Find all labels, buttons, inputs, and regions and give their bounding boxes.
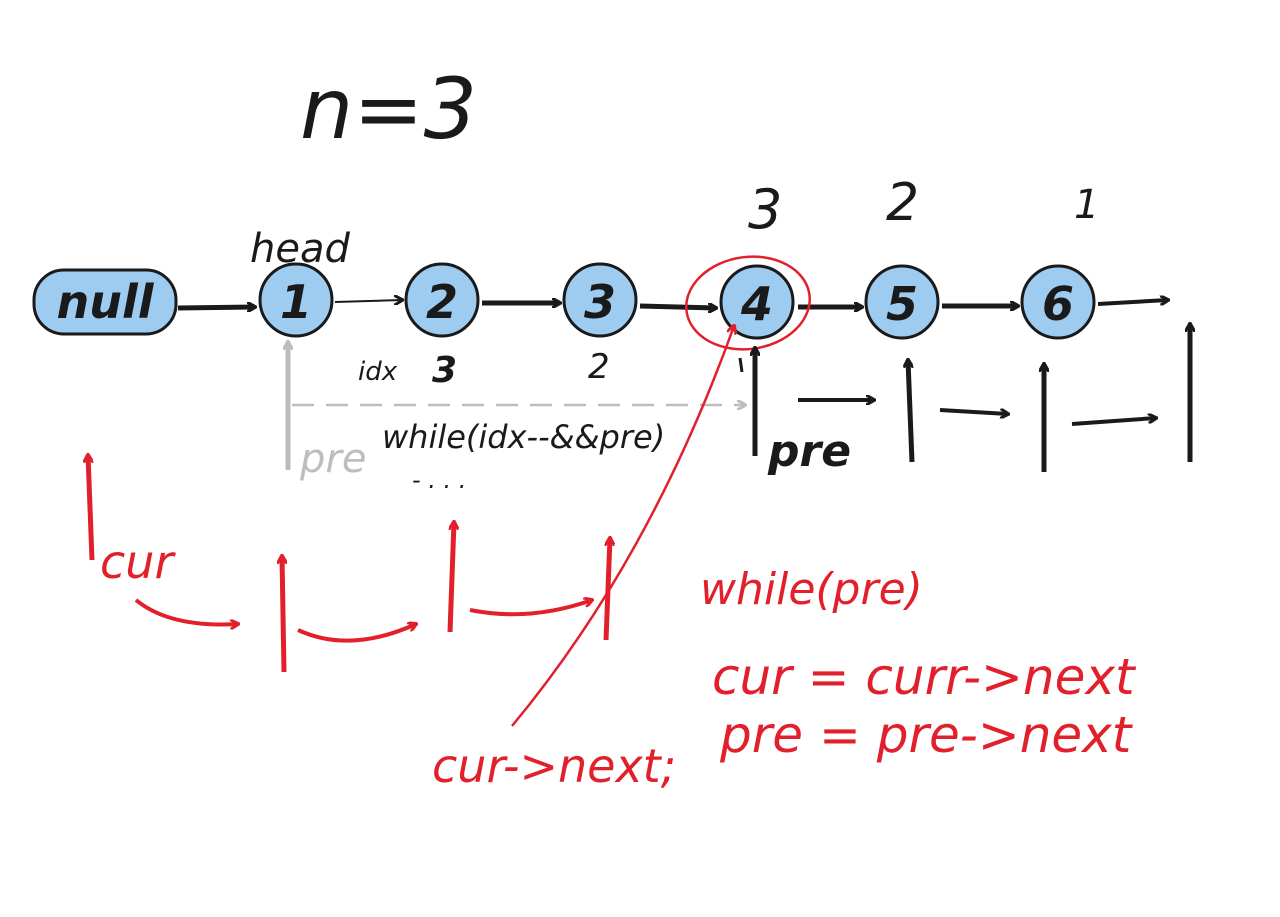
gray-pre-label: pre: [299, 436, 366, 482]
list-node-1: 1: [258, 262, 334, 338]
red-cur-up-3: [603, 538, 610, 641]
list-node-4-label: 4: [740, 277, 773, 331]
null-node: [32, 268, 178, 336]
pre-up-arrow-5: [908, 360, 915, 463]
list-node-6: 6: [1020, 264, 1096, 340]
arrow-null-to-1: [177, 307, 255, 308]
count-label-node-4: 3: [748, 178, 782, 241]
red-leader-line: [511, 326, 734, 727]
red-cur-arrow: [88, 455, 95, 561]
list-node-3: 3: [562, 262, 638, 338]
red-code-line-1: while(pre): [700, 564, 923, 615]
pre-step-arrow-3: [1071, 418, 1156, 426]
null-node-label: null: [56, 275, 154, 329]
red-cur-step-3: [469, 600, 592, 617]
count-label-node-6: 1: [1074, 182, 1099, 228]
red-cur-step-2: [297, 624, 416, 643]
arrow-3-to-4: [639, 306, 716, 308]
idx-value-2: 2: [588, 347, 610, 387]
list-node-5-label: 5: [886, 277, 918, 331]
title-n-equals-3: n=3: [300, 60, 477, 158]
pre-step-arrow-2: [939, 408, 1008, 414]
red-code-line-2: cur = curr->next: [712, 648, 1137, 706]
arrow-1-to-2: [334, 300, 402, 302]
red-cur-label: cur: [100, 535, 176, 589]
list-node-1-label: 1: [280, 275, 312, 329]
red-cur-up-1: [282, 556, 284, 673]
list-node-6-label: 6: [1042, 277, 1074, 331]
list-node-5: 5: [864, 264, 940, 340]
list-node-2-label: 2: [426, 275, 458, 329]
list-node-3-label: 3: [584, 275, 616, 329]
idx-label: idx: [358, 357, 398, 387]
black-pre-label: pre: [767, 426, 851, 477]
while-loop-dots: - . . .: [412, 466, 466, 494]
red-code-line-3: pre = pre->next: [719, 706, 1134, 764]
list-node-4: 4: [719, 264, 795, 340]
red-cur-step-1: [134, 598, 238, 625]
idx-value-3: 3: [432, 350, 457, 391]
arrow-6-to-end: [1097, 300, 1168, 306]
red-cur-up-2: [447, 522, 454, 633]
count-label-node-5: 2: [886, 173, 919, 233]
black-pre-arrow-tick: [738, 357, 744, 373]
while-idx-loop-code: while(idx--&&pre): [382, 418, 665, 456]
list-node-2: 2: [404, 262, 480, 338]
cur-next-code: cur->next;: [432, 739, 676, 793]
